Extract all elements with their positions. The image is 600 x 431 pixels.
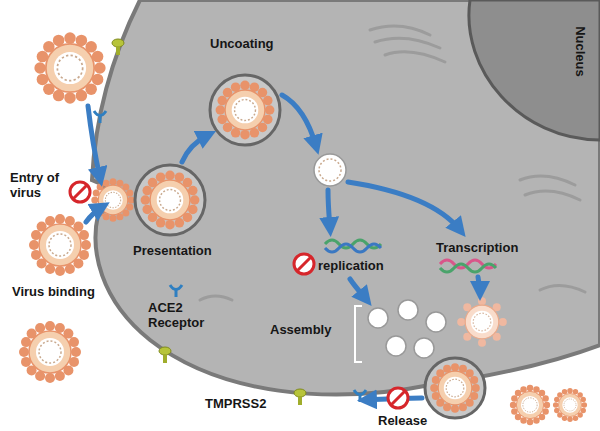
arrow xyxy=(182,135,208,162)
entry-arrow xyxy=(86,207,102,222)
uncoated-capsid xyxy=(314,154,346,186)
arrow xyxy=(282,95,316,146)
ace2-receptor-symbol xyxy=(94,111,106,123)
arrow xyxy=(328,190,330,228)
arrow xyxy=(350,279,366,299)
tmprss2-symbol xyxy=(159,347,171,363)
assembly-particles xyxy=(368,300,446,358)
rna-ring xyxy=(319,159,341,181)
text-label: Presentation xyxy=(133,243,212,258)
nucleus xyxy=(469,0,600,140)
endosome xyxy=(135,165,205,235)
ace2-receptor-symbol xyxy=(170,285,182,297)
text-label: Nucleus xyxy=(573,17,588,87)
virion xyxy=(19,321,81,383)
arrow xyxy=(478,277,480,292)
virion xyxy=(141,171,200,230)
virion xyxy=(34,32,105,103)
text-label: Uncoating xyxy=(210,36,274,51)
virion xyxy=(510,385,550,425)
text-label: ACE2 Receptor xyxy=(148,300,218,330)
virion-new xyxy=(457,297,507,347)
exocytic-vesicle xyxy=(425,358,485,418)
tmprss2-symbol xyxy=(294,389,306,405)
inhibition-sign xyxy=(294,254,314,274)
process-arrows xyxy=(86,95,480,400)
entry-arrow xyxy=(88,106,100,178)
tmprss2-symbol xyxy=(112,39,124,55)
endosome xyxy=(210,75,280,145)
virion xyxy=(29,214,91,276)
virion xyxy=(430,363,480,413)
text-label: Entry of virus xyxy=(10,170,68,200)
rna-strand xyxy=(440,264,496,272)
text-label: Virus binding xyxy=(12,284,95,299)
text-label: replication xyxy=(318,258,384,273)
virion xyxy=(553,388,587,422)
bracket xyxy=(355,306,362,362)
endoplasmic-reticulum xyxy=(200,26,585,300)
inhibition-sign xyxy=(70,182,90,202)
arrow xyxy=(348,182,460,230)
text-label: Transcription xyxy=(436,240,518,255)
virion xyxy=(216,81,275,140)
cell xyxy=(92,0,600,395)
inhibition-sign xyxy=(388,388,408,408)
text-label: Release xyxy=(378,413,427,428)
text-label: Assembly xyxy=(270,322,331,337)
rna-strand xyxy=(325,244,381,252)
virion-entering xyxy=(91,178,134,221)
text-label: TMPRSS2 xyxy=(205,396,266,411)
